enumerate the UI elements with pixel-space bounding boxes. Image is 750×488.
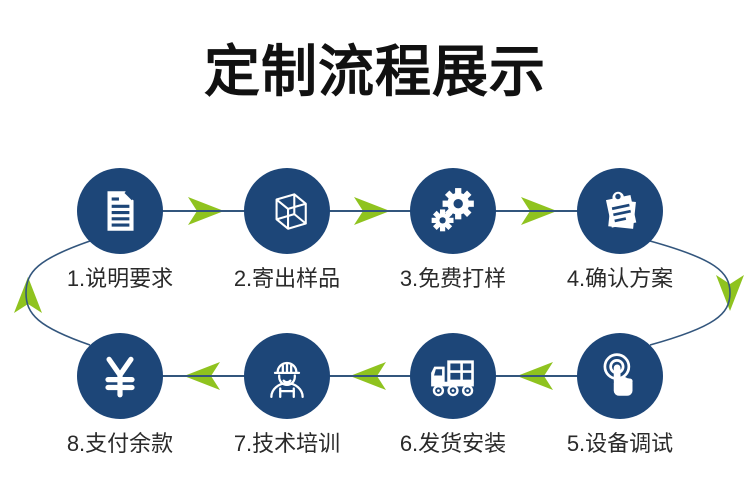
clipboard-icon bbox=[605, 191, 637, 229]
step-circle bbox=[577, 168, 663, 254]
step-circle bbox=[577, 333, 663, 419]
arrow-up-icon bbox=[14, 277, 42, 313]
page-title: 定制流程展示 bbox=[204, 40, 546, 103]
step-label: 4.确认方案 bbox=[566, 266, 674, 291]
step-label: 7.技术培训 bbox=[233, 431, 341, 456]
step-circle bbox=[244, 333, 330, 419]
flow-step-5: 5.设备调试 bbox=[535, 333, 705, 458]
step-label: 8.支付余款 bbox=[66, 431, 174, 456]
flow-step-3: 3.免费打样 bbox=[368, 168, 538, 293]
flow-step-2: 2.寄出样品 bbox=[202, 168, 372, 293]
worker-icon bbox=[270, 361, 304, 398]
step-circle bbox=[410, 333, 496, 419]
document-icon bbox=[107, 191, 134, 231]
gears-icon bbox=[431, 188, 474, 232]
step-circle bbox=[77, 168, 163, 254]
yuan-icon bbox=[105, 356, 135, 398]
flow-step-6: 6.发货安装 bbox=[368, 333, 538, 458]
cube-icon bbox=[275, 193, 307, 230]
flow-step-1: 1.说明要求 bbox=[35, 168, 205, 293]
flow-step-8: 8.支付余款 bbox=[35, 333, 205, 458]
flow-step-4: 4.确认方案 bbox=[535, 168, 705, 293]
flow-step-7: 7.技术培训 bbox=[202, 333, 372, 458]
left-loop-curve bbox=[25, 240, 91, 346]
step-label: 5.设备调试 bbox=[566, 431, 674, 456]
step-label: 2.寄出样品 bbox=[233, 266, 341, 291]
step-label: 6.发货安装 bbox=[399, 431, 507, 456]
step-circle bbox=[77, 333, 163, 419]
touch-icon bbox=[603, 353, 633, 396]
step-label: 1.说明要求 bbox=[66, 266, 174, 291]
truck-icon bbox=[431, 360, 474, 397]
step-circle bbox=[410, 168, 496, 254]
step-label: 3.免费打样 bbox=[399, 266, 507, 291]
step-circle bbox=[244, 168, 330, 254]
right-loop-curve bbox=[649, 240, 731, 346]
